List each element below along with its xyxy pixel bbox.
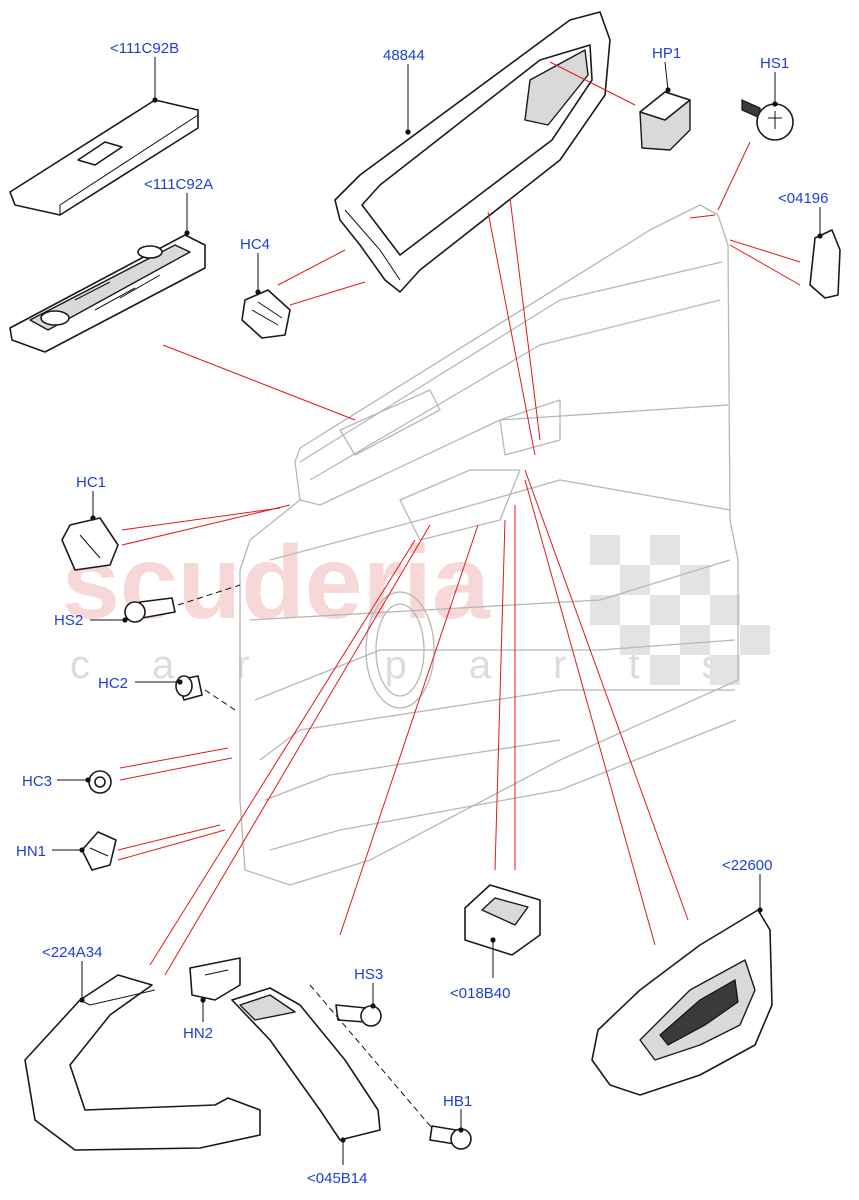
switch-housing-frame (334, 11, 611, 293)
plug-hp1 (639, 91, 691, 151)
callout-hb1: HB1 (443, 1093, 472, 1110)
switch-bezel-upper (9, 99, 199, 216)
nut-hn1 (81, 831, 117, 871)
callout-labels: <111C92B 48844 HP1 HS1 <111C92A <04196 H… (16, 40, 828, 1187)
callout-hc4: HC4 (240, 236, 270, 253)
callout-hc3: HC3 (22, 773, 52, 790)
callout-48844: 48844 (383, 47, 425, 64)
checker-flag-icon (590, 535, 770, 685)
callout-hp1: HP1 (652, 45, 681, 62)
callout-hs1: HS1 (760, 55, 789, 72)
callout-045b14: <045B14 (307, 1170, 367, 1187)
watermark-brand: scuderia (62, 525, 491, 641)
callout-hc2: HC2 (98, 675, 128, 692)
grommet-hc3 (88, 770, 112, 794)
callout-111c92a: <111C92A (144, 176, 213, 193)
callout-hn2: HN2 (183, 1025, 213, 1042)
clip-hc4 (241, 289, 291, 339)
callout-111c92b: <111C92B (110, 40, 179, 57)
window-switch-pack (9, 234, 206, 353)
leader-lines (117, 61, 801, 1129)
nut-hn2 (189, 957, 241, 1001)
callout-04196: <04196 (778, 190, 828, 207)
bolt-hb1 (429, 1125, 472, 1150)
screw-hs3 (335, 1004, 382, 1027)
callout-22600: <22600 (722, 857, 772, 874)
callout-leaders (52, 57, 821, 1165)
callout-hc1: HC1 (76, 474, 106, 491)
grab-handle (24, 974, 261, 1151)
callout-224a34: <224A34 (42, 944, 102, 961)
pull-handle (231, 987, 381, 1141)
door-trim-panel (239, 204, 739, 886)
clip-hc1 (61, 517, 119, 571)
switch-018b40 (464, 884, 541, 956)
callout-hn1: HN1 (16, 843, 46, 860)
callout-dots (79, 87, 823, 1143)
callout-018b40: <018B40 (450, 985, 510, 1002)
cover-04196 (809, 229, 841, 299)
screw-hs2 (124, 597, 176, 623)
callout-hs2: HS2 (54, 612, 83, 629)
callout-hs3: HS3 (354, 966, 383, 983)
inner-door-handle (591, 909, 773, 1096)
screw-hs1 (741, 99, 794, 141)
